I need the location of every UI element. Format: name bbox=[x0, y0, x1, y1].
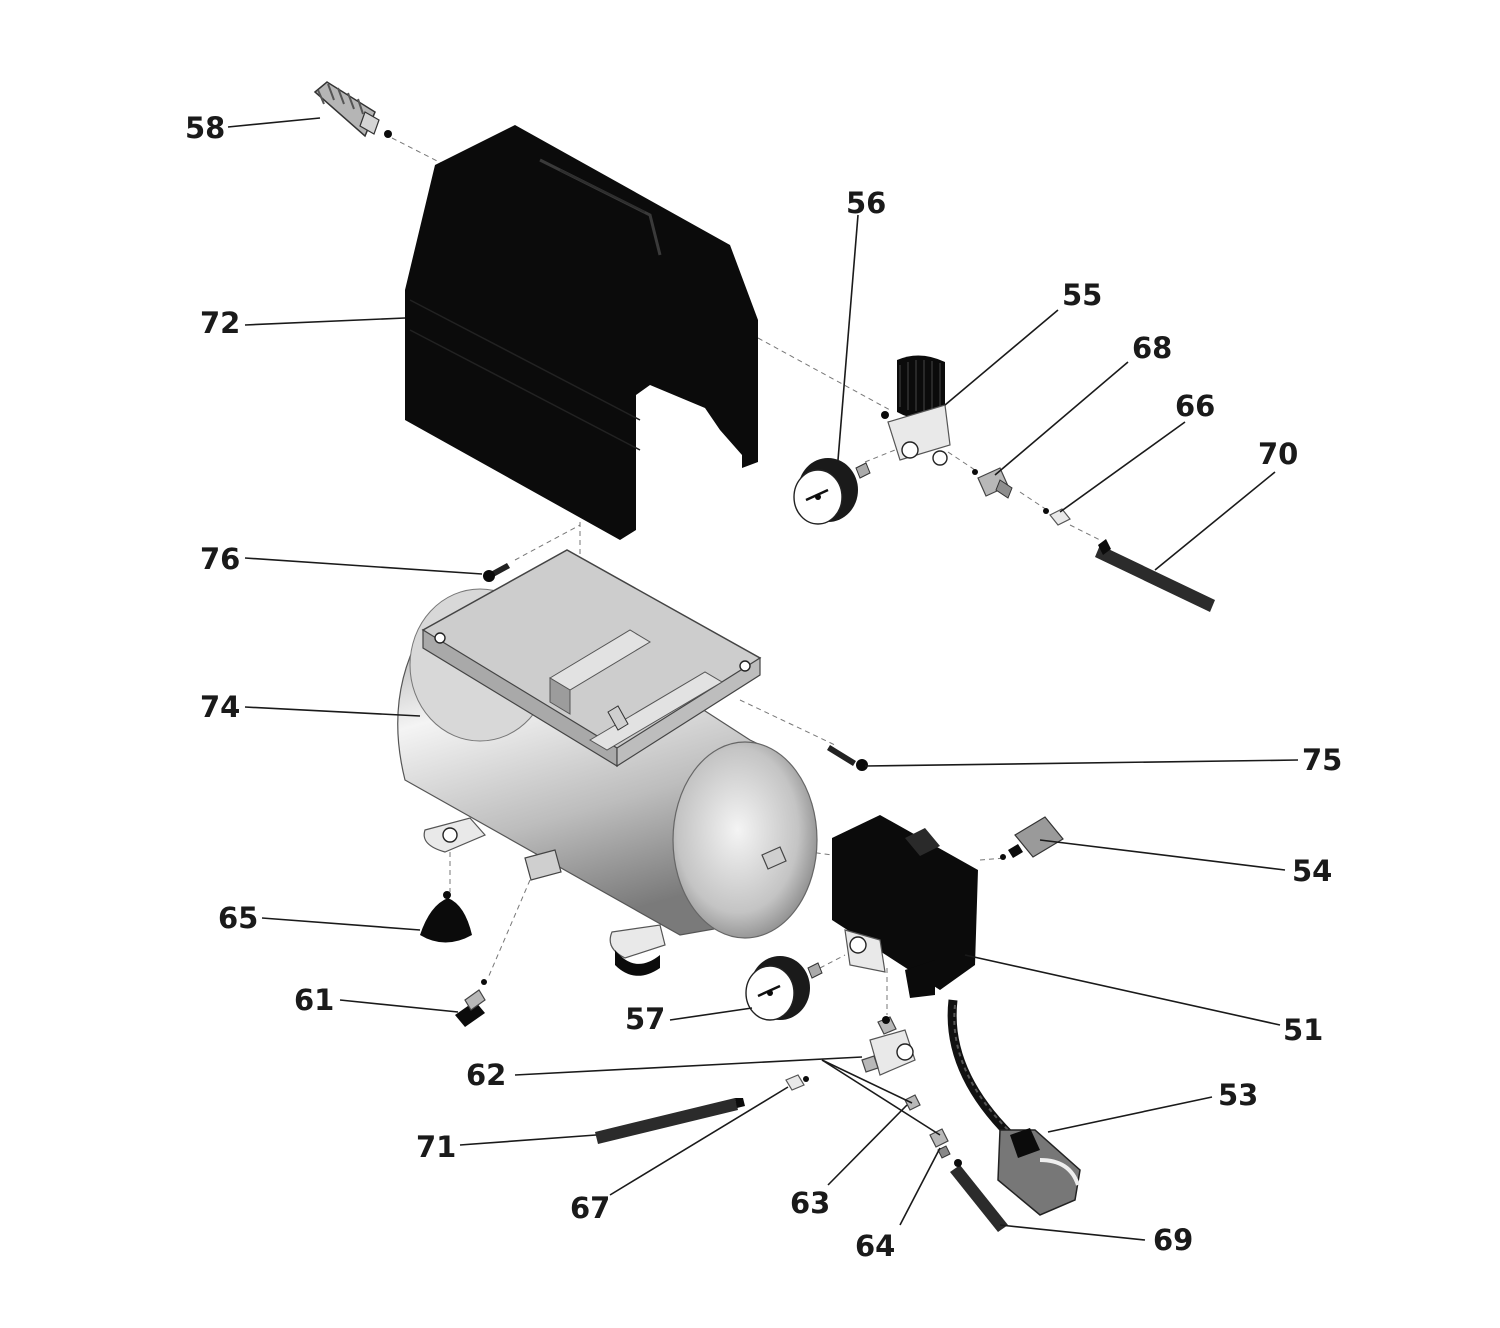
coupler-fitting[interactable] bbox=[929, 1128, 951, 1159]
part-number-labels: 58 72 56 55 68 66 70 76 74 75 54 65 61 5… bbox=[185, 111, 1342, 1263]
outlet-manifold[interactable] bbox=[861, 1016, 916, 1076]
shroud-cover[interactable] bbox=[405, 125, 758, 540]
label-51: 51 bbox=[1283, 1013, 1323, 1047]
label-62: 62 bbox=[466, 1058, 506, 1092]
hose-lower[interactable] bbox=[595, 1098, 745, 1144]
fitting-nut-lower[interactable] bbox=[785, 1074, 809, 1091]
label-56: 56 bbox=[846, 186, 886, 220]
label-66: 66 bbox=[1175, 389, 1215, 423]
fitting-nut-upper[interactable] bbox=[1043, 508, 1071, 526]
hose-short[interactable] bbox=[950, 1159, 1008, 1232]
label-63: 63 bbox=[790, 1186, 830, 1220]
pressure-gauge-lower[interactable] bbox=[745, 956, 823, 1021]
label-58: 58 bbox=[185, 111, 225, 145]
pressure-gauge-upper[interactable] bbox=[793, 458, 871, 525]
mounting-plate bbox=[421, 549, 762, 768]
label-57: 57 bbox=[625, 1002, 665, 1036]
label-67: 67 bbox=[570, 1191, 610, 1225]
rubber-foot[interactable] bbox=[420, 891, 472, 943]
screw-left[interactable] bbox=[483, 563, 510, 582]
leader-lines bbox=[227, 117, 1299, 1241]
label-61: 61 bbox=[294, 983, 334, 1017]
label-55: 55 bbox=[1062, 278, 1102, 312]
label-68: 68 bbox=[1132, 331, 1172, 365]
label-76: 76 bbox=[200, 542, 240, 576]
label-54: 54 bbox=[1292, 854, 1332, 888]
safety-valve[interactable] bbox=[1000, 816, 1064, 860]
hose-upper[interactable] bbox=[1095, 539, 1215, 612]
pressure-switch[interactable] bbox=[832, 815, 978, 998]
pressure-regulator[interactable] bbox=[881, 355, 951, 466]
muffler-part[interactable] bbox=[313, 81, 392, 138]
label-71: 71 bbox=[416, 1130, 456, 1164]
label-70: 70 bbox=[1258, 437, 1298, 471]
label-75: 75 bbox=[1302, 743, 1342, 777]
label-65: 65 bbox=[218, 901, 258, 935]
label-64: 64 bbox=[855, 1229, 895, 1263]
adapter-fitting[interactable] bbox=[904, 1094, 921, 1111]
screw-right[interactable] bbox=[827, 745, 868, 771]
drain-valve[interactable] bbox=[455, 979, 487, 1027]
label-74: 74 bbox=[200, 690, 240, 724]
label-53: 53 bbox=[1218, 1078, 1258, 1112]
label-72: 72 bbox=[200, 306, 240, 340]
quick-coupler-upper[interactable] bbox=[972, 467, 1013, 499]
label-69: 69 bbox=[1153, 1223, 1193, 1257]
power-cord[interactable] bbox=[947, 999, 1081, 1216]
